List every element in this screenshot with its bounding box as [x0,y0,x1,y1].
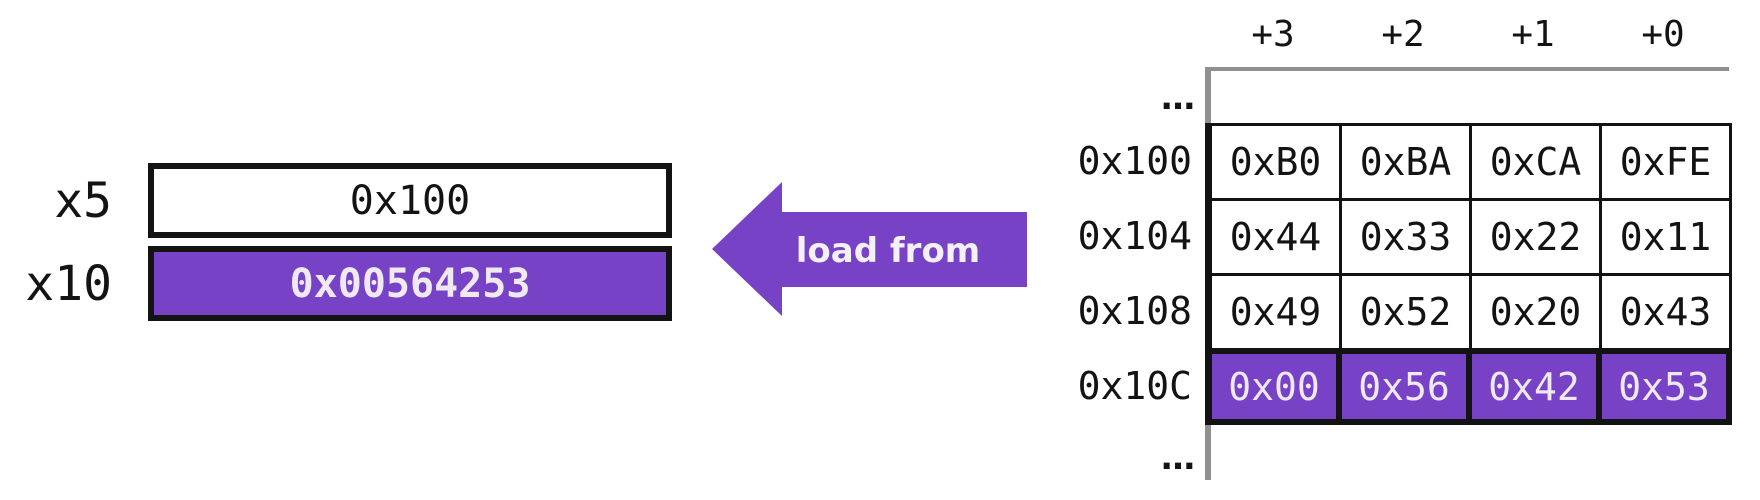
byte-offset-header-3: +3 [1251,14,1295,55]
memory-byte-cell: 0x44 [1205,198,1342,276]
byte-offset-header-1: +1 [1511,14,1555,55]
memory-ellipsis-bottom: … [1161,438,1195,478]
memory-row-0x108: 0x49 0x52 0x20 0x43 [1205,273,1732,351]
arrow-label: load from [796,231,980,271]
memory-byte-cell: 0x22 [1469,198,1602,276]
memory-byte-cell-highlighted: 0x56 [1336,348,1472,425]
byte-offset-header-2: +2 [1381,14,1425,55]
byte-offset-header-0: +0 [1641,14,1685,55]
address-label-0x10C: 0x10C [1077,363,1192,408]
memory-byte-cell: 0x20 [1469,273,1602,351]
memory-row-0x104: 0x44 0x33 0x22 0x11 [1205,198,1732,276]
register-name-x5: x5 [54,172,112,229]
memory-byte-cell: 0x52 [1339,273,1472,351]
arrow-shape [712,182,1027,316]
memory-byte-cell: 0x33 [1339,198,1472,276]
register-value-x5: 0x100 [349,177,471,224]
address-label-0x104: 0x104 [1077,213,1192,258]
memory-byte-cell: 0x49 [1205,273,1342,351]
memory-row-0x100: 0xB0 0xBA 0xCA 0xFE [1205,123,1732,201]
register-value-box-x10: 0x00564253 [148,246,672,321]
address-label-0x100: 0x100 [1077,138,1192,183]
memory-byte-cell: 0x43 [1599,273,1732,351]
memory-byte-cell-highlighted: 0x53 [1596,348,1732,425]
memory-byte-cell-highlighted: 0x00 [1205,348,1342,425]
memory-byte-cell: 0xCA [1469,123,1602,201]
memory-ellipsis-top: … [1161,78,1195,118]
memory-byte-cell: 0xFE [1599,123,1732,201]
memory-top-edge-line [1205,67,1729,71]
memory-byte-cell: 0xBA [1339,123,1472,201]
register-value-box-x5: 0x100 [148,163,672,238]
register-value-x10: 0x00564253 [289,260,531,307]
address-label-0x108: 0x108 [1077,288,1192,333]
memory-row-0x10C-highlighted: 0x00 0x56 0x42 0x53 [1205,348,1732,425]
memory-byte-cell-highlighted: 0x42 [1466,348,1602,425]
memory-byte-cell: 0x11 [1599,198,1732,276]
memory-byte-cell: 0xB0 [1205,123,1342,201]
register-name-x10: x10 [25,255,112,312]
